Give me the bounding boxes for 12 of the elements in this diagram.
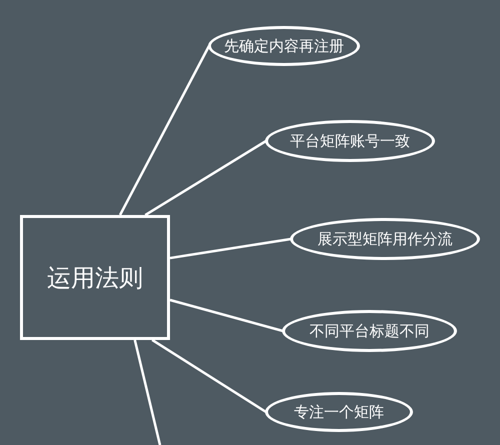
connector-line: [170, 238, 292, 260]
topic-ellipse: 平台矩阵账号一致: [265, 120, 435, 162]
topic-ellipse: 先确定内容再注册: [208, 26, 360, 66]
connector-line: [152, 338, 267, 414]
connector-line: [134, 340, 162, 445]
title-box: 运用法则: [20, 215, 170, 340]
topic-ellipse: 专注一个矩阵: [265, 392, 413, 432]
connector-line: [144, 140, 267, 216]
connector-line: [170, 298, 284, 332]
topic-ellipse: 不同平台标题不同: [282, 310, 457, 352]
connector-line: [118, 45, 210, 216]
topic-ellipse: 展示型矩阵用作分流: [290, 218, 480, 260]
